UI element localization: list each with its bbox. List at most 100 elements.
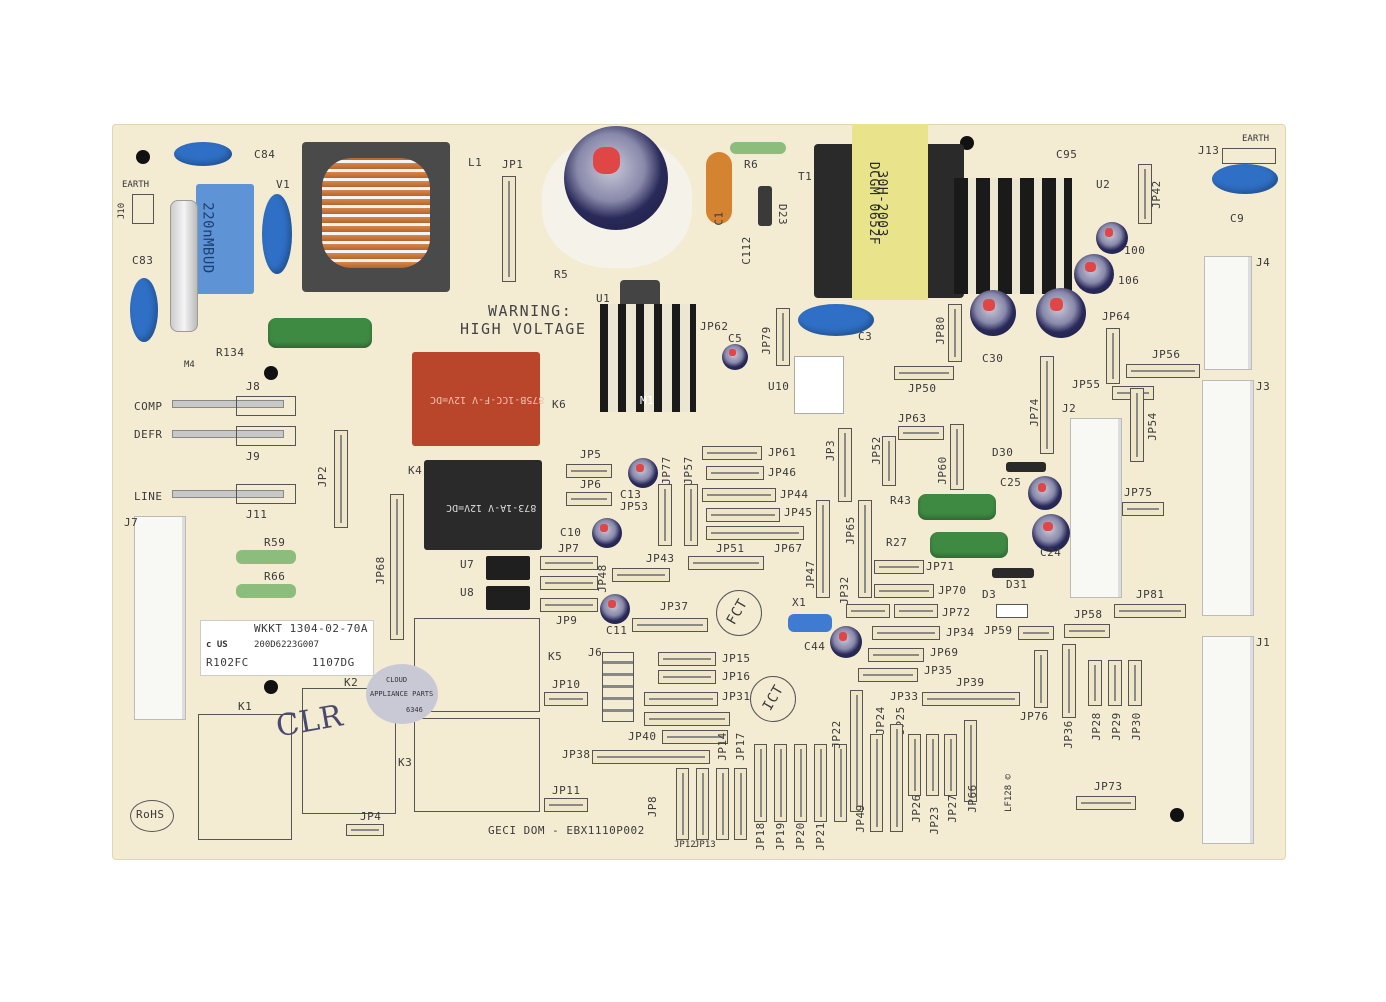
ref-c11: C11 — [606, 624, 628, 637]
jumper-jp73 — [1076, 796, 1136, 810]
relay-k4 — [424, 460, 542, 550]
label-earth-right: EARTH — [1242, 134, 1270, 144]
capacitor-c1 — [706, 152, 732, 224]
relay-outline-k1 — [198, 714, 292, 840]
jumper-jp23 — [926, 734, 939, 796]
capacitor-c44 — [830, 626, 862, 658]
model-line1: WKKT 1304-02-70A — [254, 622, 368, 635]
capacitor-c83 — [130, 278, 158, 342]
ref-d3: D3 — [982, 588, 997, 601]
ref-jp56: JP56 — [1152, 348, 1181, 361]
jumper-jp2 — [334, 430, 348, 528]
model-label — [200, 620, 374, 676]
jumper-jp37 — [632, 618, 708, 632]
jumper-jp5 — [566, 464, 612, 478]
jumper-jp64 — [1106, 328, 1120, 384]
ref-jp42: JP42 — [1149, 180, 1163, 209]
ref-t1: T1 — [798, 170, 813, 183]
capacitor-220n — [196, 184, 254, 294]
ref-jp58: JP58 — [1074, 608, 1103, 621]
jumper-jp72b — [894, 604, 938, 618]
ref-jp24: JP24 — [873, 706, 887, 735]
jumper-jp79 — [776, 308, 790, 366]
rohs-mark — [130, 800, 174, 832]
ref-m1: M1 — [640, 394, 655, 407]
ref-d30: D30 — [992, 446, 1014, 459]
ref-r134: R134 — [216, 346, 245, 359]
capacitor-c11 — [600, 594, 630, 624]
connector-j7 — [134, 516, 186, 720]
ref-jp38: JP38 — [562, 748, 591, 761]
warning-line1: WARNING: — [488, 302, 573, 320]
jumper-jp69 — [868, 648, 924, 662]
jumper-jp41 — [644, 712, 730, 726]
ref-c25: C25 — [1000, 476, 1022, 489]
label-line: LINE — [134, 490, 163, 503]
jumper-jp50 — [894, 366, 954, 380]
ref-c83: C83 — [132, 254, 154, 267]
ref-jp19: JP19 — [773, 822, 787, 851]
ref-jp71: JP71 — [926, 560, 955, 573]
opto-u8 — [486, 586, 530, 610]
ref-jp73: JP73 — [1094, 780, 1123, 793]
jumper-jp60 — [950, 424, 964, 490]
ref-u8: U8 — [460, 586, 475, 599]
capacitor-c30b — [1036, 288, 1086, 338]
mounting-hole — [264, 366, 278, 380]
ref-jp7: JP7 — [558, 542, 580, 555]
jumper-jp24 — [870, 734, 883, 832]
ref-u10: U10 — [768, 380, 790, 393]
jumper-jp43 — [612, 568, 670, 582]
jumper-jp81 — [1114, 604, 1186, 618]
model-line4: 1107DG — [312, 656, 355, 669]
varistor-v1 — [262, 194, 292, 274]
ref-jp2: JP2 — [316, 465, 330, 488]
ref-m4: M4 — [184, 360, 195, 370]
ref-jp27: JP27 — [945, 794, 959, 823]
opto-u7 — [486, 556, 530, 580]
relay-k6 — [412, 352, 540, 446]
ict-mark — [750, 676, 796, 722]
jumper-jp46 — [706, 466, 764, 480]
ref-jp53: JP53 — [620, 500, 649, 513]
cap-220-text: 220nMBUD — [199, 202, 216, 274]
ref-jp39: JP39 — [956, 676, 985, 689]
heatsink-u2 — [954, 178, 1072, 294]
connector-j4 — [1204, 256, 1252, 370]
date-code: LF128 © — [1003, 774, 1014, 812]
ref-l1: L1 — [468, 156, 483, 169]
ref-r66: R66 — [264, 570, 286, 583]
ref-jp76: JP76 — [1020, 710, 1049, 723]
header-j6 — [602, 652, 634, 722]
jumper-jp27 — [944, 734, 957, 796]
capacitor-106 — [1074, 254, 1114, 294]
ref-jp55: JP55 — [1072, 378, 1101, 391]
jumper-jp66 — [964, 720, 977, 802]
footer-text: GECI DOM - EBX1110P002 — [488, 824, 645, 837]
ref-jp50: JP50 — [908, 382, 937, 395]
label-comp: COMP — [134, 400, 163, 413]
ref-jp35: JP35 — [924, 664, 953, 677]
ref-100: 100 — [1124, 244, 1146, 257]
ref-jp21: JP21 — [813, 822, 827, 851]
jumper-jp57 — [684, 484, 698, 546]
jumper-jp12 — [676, 768, 689, 840]
jumper-jp38 — [592, 750, 710, 764]
resistor-r6 — [730, 142, 786, 154]
mounting-hole — [264, 680, 278, 694]
jumper-jp18 — [754, 744, 767, 822]
ref-u2: U2 — [1096, 178, 1111, 191]
ref-jp8: JP8 — [646, 795, 660, 818]
ref-jp79: JP79 — [759, 326, 773, 355]
ref-c44: C44 — [804, 640, 826, 653]
jumper-jp30 — [1128, 660, 1142, 706]
diode-d23 — [758, 186, 772, 226]
diode-d31 — [992, 568, 1034, 578]
resistor-r59 — [236, 550, 296, 564]
connector-j1 — [1202, 636, 1254, 844]
terminal-line — [172, 490, 284, 498]
ref-jp16: JP16 — [722, 670, 751, 683]
ref-jp15: JP15 — [722, 652, 751, 665]
ref-c24: C24 — [1040, 546, 1062, 559]
ref-jp45: JP45 — [784, 506, 813, 519]
